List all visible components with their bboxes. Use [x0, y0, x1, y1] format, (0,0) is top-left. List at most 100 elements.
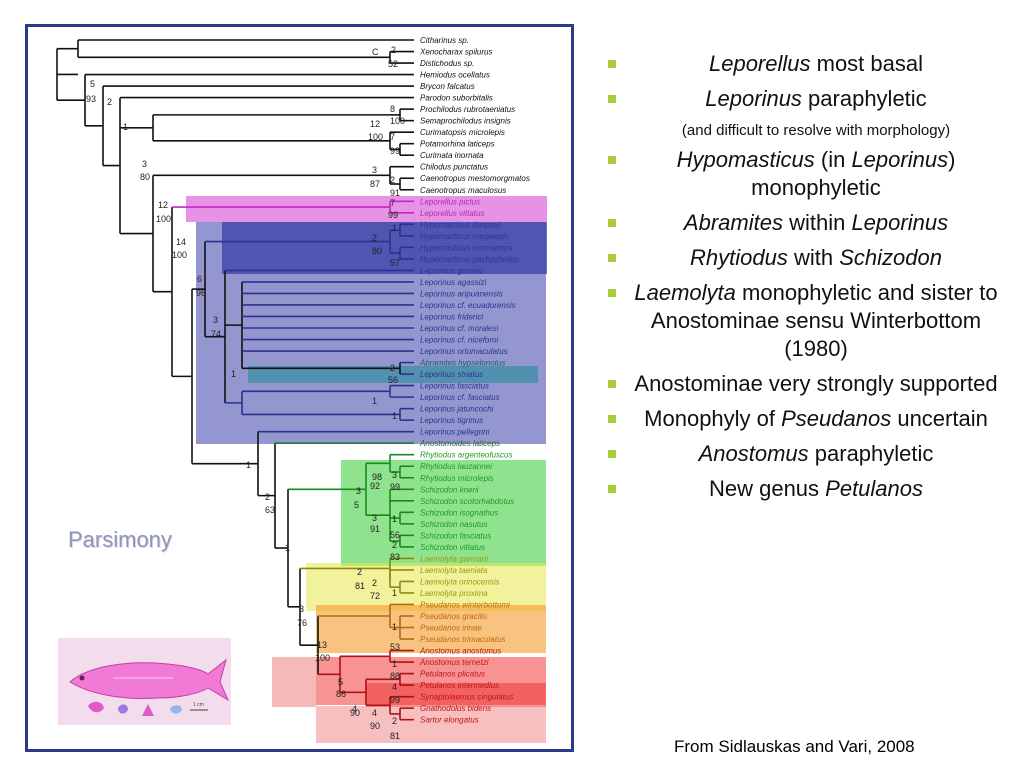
taxon-label: Pseudanos irinae: [420, 624, 482, 633]
taxon-label: Hypomasticus despaxi: [420, 220, 500, 229]
finding-text: paraphyletic: [808, 441, 934, 466]
node-support-label: 100: [315, 653, 330, 663]
finding-item: Laemolyta monophyletic and sister to Ano…: [596, 279, 1020, 363]
node-support-label: 100: [156, 214, 171, 224]
taxon-label: Leporinus tigrinus: [420, 416, 483, 425]
clade-highlight-band: [306, 563, 546, 611]
node-support-label: 2: [392, 540, 397, 550]
finding-item: Rhytiodus with Schizodon: [596, 244, 1020, 272]
node-support-label: 72: [370, 591, 380, 601]
bullet-square-icon: [608, 485, 616, 493]
node-support-label: 98: [372, 472, 382, 482]
taxon-label: Leporinus friderici: [420, 312, 483, 321]
taxon-label: Prochilodus rubrotaeniatus: [420, 105, 515, 114]
finding-text: Leporinus: [851, 210, 949, 235]
taxon-label: Curimata inornata: [420, 151, 484, 160]
taxon-label: Hypomasticus pachycheilus: [420, 255, 519, 264]
node-support-label: 2: [390, 363, 395, 373]
taxon-label: Hypomasticus megalepis: [420, 232, 509, 241]
node-support-label: 14: [176, 237, 186, 247]
finding-text: Anostomus: [698, 441, 809, 466]
taxon-label: Leporinus pellegrini: [420, 428, 490, 437]
finding-text: New genus: [708, 476, 826, 501]
taxon-label: Schizodon scotorhabdotus: [420, 497, 514, 506]
finding-text: uncertain: [891, 406, 988, 431]
node-support-label: 1: [246, 460, 251, 470]
node-support-label: 1: [231, 369, 236, 379]
node-support-label: 2: [391, 45, 396, 55]
node-support-label: 99: [390, 695, 400, 705]
fish-illustration: 1 cm: [58, 638, 231, 725]
node-support-label: 53: [390, 642, 400, 652]
taxon-label: Potamorhina laticeps: [420, 140, 495, 149]
taxon-label: Xenocharax spilurus: [419, 48, 492, 57]
node-support-label: 81: [355, 581, 365, 591]
node-support-label: 81: [390, 731, 400, 741]
phylogenetic-tree: Citharinus sp. Xenocharax spilurusDistich…: [56, 36, 547, 743]
finding-text: paraphyletic: [801, 86, 927, 111]
finding-text: Pseudanos: [781, 406, 892, 431]
taxon-label: Leporinus fasciatus: [420, 382, 489, 391]
bullet-square-icon: [608, 289, 616, 297]
taxon-label: Distichodus sp.: [420, 59, 474, 68]
taxon-label: Petulanos intermedius: [420, 681, 499, 690]
node-support-label: 4: [392, 682, 397, 692]
node-support-label: 80: [372, 246, 382, 256]
taxon-label: Anostomoides laticeps: [419, 439, 500, 448]
taxon-label: Leporinus jatuncochi: [420, 405, 494, 414]
bullet-square-icon: [608, 219, 616, 227]
node-support-label: 3: [142, 159, 147, 169]
taxon-label: Schizodon nasutus: [420, 520, 488, 529]
taxon-label: Chilodus punctatus: [420, 163, 488, 172]
node-support-label: 12: [158, 200, 168, 210]
taxon-label: Schizodon isognathus: [420, 508, 498, 517]
node-support-label: 100: [390, 116, 405, 126]
node-support-label: 87: [370, 179, 380, 189]
node-support-label: 92: [370, 481, 380, 491]
taxon-label: Gnathodolus bidens: [420, 704, 491, 713]
taxon-label: Rhytiodus microlepis: [420, 474, 494, 483]
taxon-label: Caenotropus mestomorgmatos: [420, 174, 530, 183]
node-support-label: 83: [390, 552, 400, 562]
node-support-label: 63: [265, 505, 275, 515]
node-support-label: 8: [390, 104, 395, 114]
taxon-label: Caenotropus maculosus: [420, 186, 506, 195]
bullet-square-icon: [608, 380, 616, 388]
taxon-label: Parodon suborbitalis: [420, 94, 493, 103]
node-support-label: 2: [107, 97, 112, 107]
node-support-label: 99: [388, 210, 398, 220]
node-support-label: 5: [338, 677, 343, 687]
node-support-label: 100: [172, 250, 187, 260]
node-support-label: 91: [370, 524, 380, 534]
node-support-label: 91: [390, 188, 400, 198]
node-support-label: 1: [392, 588, 397, 598]
taxon-label: Laemolyta taeniata: [420, 566, 488, 575]
node-support-label: 2: [392, 716, 397, 726]
taxon-label: Leporinus agassizi: [420, 278, 486, 287]
clade-highlight-band: [316, 605, 546, 653]
node-support-label: 56: [388, 375, 398, 385]
finding-text: Abramites: [683, 210, 783, 235]
taxon-label: Sartor elongatus: [420, 716, 479, 725]
node-support-label: 1: [123, 122, 128, 132]
taxon-label: Citharinus sp.: [420, 36, 469, 45]
finding-text: Leporellus: [708, 51, 811, 76]
taxon-label: Hemiodus ocellatus: [420, 71, 490, 80]
finding-item: Leporinus paraphyletic: [596, 85, 1020, 113]
bullet-square-icon: [608, 95, 616, 103]
node-support-label: 12: [370, 119, 380, 129]
taxon-label: Leporinus striatus: [420, 370, 483, 379]
node-support-label: 86: [336, 689, 346, 699]
method-label: Parsimony: [68, 527, 172, 552]
taxon-label: Hypomasticus mormyrops: [420, 243, 512, 252]
clade-highlight-band: [316, 706, 546, 743]
node-support-label: 1: [392, 411, 397, 421]
fish-scale-label: 1 cm: [193, 702, 204, 708]
bullet-square-icon: [608, 156, 616, 164]
finding-item: Anostomus paraphyletic: [596, 440, 1020, 468]
taxon-label: Laemolyta proxima: [420, 589, 488, 598]
node-support-label: 90: [370, 721, 380, 731]
node-support-label: 7: [390, 132, 395, 142]
